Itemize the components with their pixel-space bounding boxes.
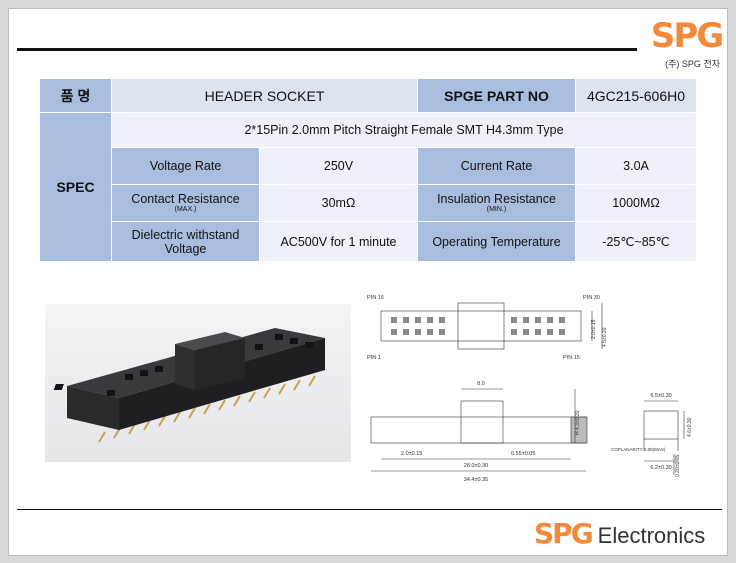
part-no-value: 4GC215-606H0: [575, 78, 697, 113]
dim-lead: 0.55±0.05: [511, 451, 535, 457]
top-divider: [17, 48, 637, 51]
spec-table: 품 명 HEADER SOCKET SPGE PART NO 4GC215-60…: [39, 78, 697, 262]
dim-coplanar: COPLANARITY 0.08(MAX): [611, 447, 666, 452]
dim-side1: 2.0±0.15: [591, 319, 597, 339]
spec-label-cell: Dielectric withstand Voltage: [111, 221, 260, 262]
part-no-label: SPGE PART NO: [417, 78, 576, 113]
dim-34: 34.4±0.35: [464, 477, 488, 483]
brand-mark: SPG: [650, 16, 724, 56]
dim-end-gap: 0.20±0.05: [675, 455, 681, 477]
spec-value-cell: 250V: [259, 147, 418, 185]
pin30-label: PIN 30: [583, 295, 600, 301]
spec-row: Voltage Rate 250V Current Rate 3.0A: [40, 147, 697, 185]
dim-end-h: 4.6±0.30: [687, 417, 693, 437]
spec-description: 2*15Pin 2.0mm Pitch Straight Female SMT …: [111, 112, 697, 148]
spec-desc-row: SPEC 2*15Pin 2.0mm Pitch Straight Female…: [39, 112, 697, 262]
dim-end-bottom: 6.2±0.30: [650, 465, 671, 471]
spec-label-cell: Operating Temperature: [417, 221, 576, 262]
header-socket-illustration: [45, 304, 351, 462]
spec-value-cell: -25℃~85℃: [575, 221, 697, 262]
spec-value-cell: 3.0A: [575, 147, 697, 185]
dim-28: 28.0±0.30: [464, 463, 488, 469]
spec-label-cell: Voltage Rate: [111, 147, 260, 185]
pin15-label: PIN 15: [563, 355, 580, 361]
spec-label-cell: Current Rate: [417, 147, 576, 185]
spec-label: SPEC: [39, 112, 112, 262]
spec-sheet-page: SPG (주) SPG 전자 품 명 HEADER SOCKET SPGE PA…: [8, 8, 728, 556]
spec-value-cell: 1000MΩ: [575, 184, 697, 222]
spec-label-cell: Contact Resistance(MAX.): [111, 184, 260, 222]
name-label: 품 명: [39, 78, 112, 113]
dim-pitch: 2.0±0.15: [401, 451, 422, 457]
spec-value-cell: AC500V for 1 minute: [259, 221, 418, 262]
product-name: HEADER SOCKET: [111, 78, 418, 113]
spec-value-cell: 30mΩ: [259, 184, 418, 222]
dimension-drawing-svg: PIN 16 PIN 30 PIN 1 PIN 15 8.0 2.0±0.15 …: [367, 295, 693, 483]
brand-word: Electronics: [597, 523, 706, 548]
dim-top: 8.0: [477, 381, 485, 387]
spec-label-cell: Insulation Resistance(MIN.): [417, 184, 576, 222]
pin16-label: PIN 16: [367, 295, 384, 301]
dim-height: H 4.3±0.20: [575, 410, 581, 435]
pin1-label: PIN 1: [367, 355, 381, 361]
brand-logo-top: SPG (주) SPG 전자: [649, 19, 724, 74]
spec-header-row: 품 명 HEADER SOCKET SPGE PART NO 4GC215-60…: [39, 78, 697, 113]
brand-mark-bottom: SPG: [534, 517, 594, 550]
dim-end-top: 6.5±0.30: [650, 393, 671, 399]
brand-subtitle: (주) SPG 전자: [665, 59, 720, 69]
spec-row: Contact Resistance(MAX.) 30mΩ Insulation…: [40, 184, 697, 222]
bottom-divider: [17, 509, 722, 510]
technical-drawing: PIN 16 PIN 30 PIN 1 PIN 15 8.0 2.0±0.15 …: [361, 289, 699, 489]
product-photo: [45, 304, 351, 462]
dim-side2: 4.5±0.20: [602, 327, 608, 347]
spec-row: Dielectric withstand Voltage AC500V for …: [40, 221, 697, 262]
